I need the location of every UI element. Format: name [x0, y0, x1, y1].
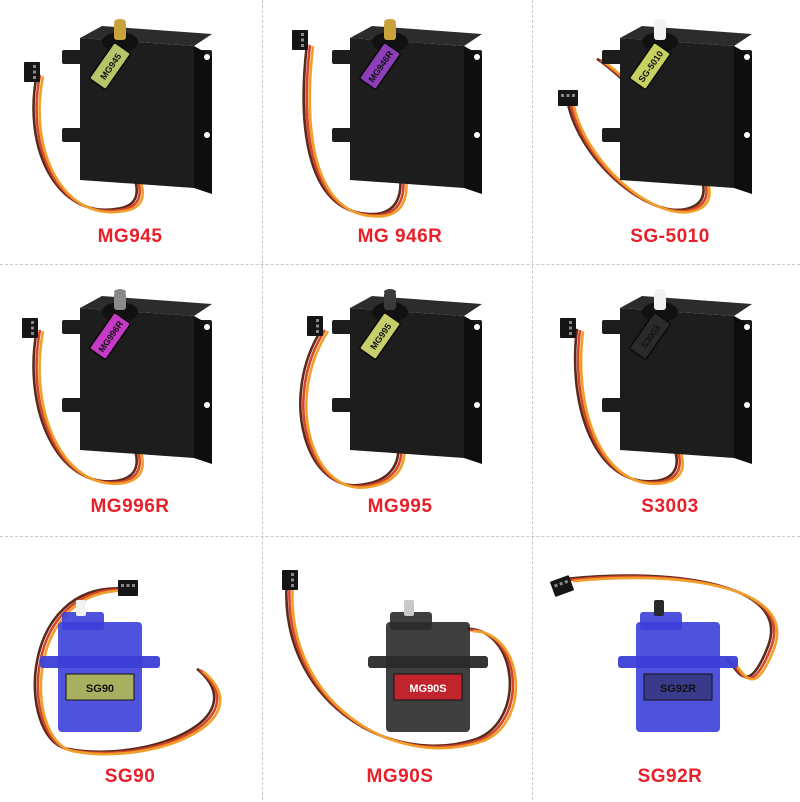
output-spline — [654, 600, 664, 616]
wire-connector — [22, 318, 38, 338]
servo-image: SG90 — [33, 580, 222, 756]
output-spline — [404, 600, 414, 616]
wire-connector — [292, 30, 308, 50]
servo-image: MG995 — [299, 289, 482, 489]
product-tile-sg90: SG90 SG90 — [0, 540, 260, 802]
product-tile-s3003: S3003 S3003 — [540, 270, 800, 532]
model-label — [393, 673, 463, 701]
wire-connector — [560, 318, 576, 338]
model-label-text: SG90 — [86, 683, 114, 695]
wire — [572, 576, 779, 681]
product-caption: S3003 — [641, 496, 699, 517]
servo-body: MG996R — [62, 289, 212, 464]
product-tile-sg5010: SG-5010 SG-5010 — [540, 0, 800, 262]
product-caption: SG-5010 — [630, 226, 710, 247]
output-spline — [114, 292, 126, 310]
servo-body: MG946R — [332, 19, 482, 194]
product-caption: SG92R — [637, 766, 703, 787]
model-label — [65, 673, 135, 701]
model-label — [643, 673, 713, 701]
wire-connector — [558, 90, 578, 106]
product-tile-mg996r: MG996R MG996R — [0, 270, 260, 532]
product-caption: MG996R — [90, 496, 170, 517]
model-label-text: MG90S — [409, 683, 446, 695]
model-label — [89, 312, 131, 360]
servo-image: MG90S — [282, 570, 518, 750]
servo-body: SG-5010 — [602, 19, 752, 194]
wire — [285, 578, 512, 748]
product-tile-mg90s: MG90S MG90S — [270, 540, 530, 802]
model-label — [359, 312, 401, 360]
servo-body: MG90S — [368, 600, 488, 732]
servo-image: S3003 — [560, 289, 752, 485]
wire — [288, 579, 515, 749]
output-spline — [114, 22, 126, 40]
product-tile-mg946r: MG946R MG 946R — [270, 0, 530, 262]
servo-image: SG-5010 — [558, 19, 752, 214]
wire-connector — [24, 62, 40, 82]
product-caption: MG995 — [367, 496, 433, 517]
grid-divider-vertical — [262, 0, 263, 800]
model-label — [359, 42, 401, 90]
product-caption: SG90 — [104, 766, 156, 787]
wire-connector — [118, 580, 138, 596]
servo-image: SG92R — [550, 574, 779, 732]
wire — [39, 589, 222, 756]
wire-connector — [550, 575, 574, 597]
wire-connector — [282, 570, 298, 590]
output-spline — [384, 292, 396, 310]
output-spline — [384, 22, 396, 40]
grid-divider-horizontal — [0, 536, 800, 537]
grid-divider-vertical — [532, 0, 533, 800]
grid-divider-horizontal — [0, 264, 800, 265]
servo-body: SG90 — [40, 600, 160, 732]
servo-image: MG945 — [24, 19, 212, 214]
servo-image: MG946R — [292, 19, 482, 218]
output-spline — [76, 600, 86, 616]
model-label — [89, 42, 131, 90]
product-caption: MG 946R — [357, 226, 443, 247]
model-label — [629, 42, 671, 90]
servo-body: MG995 — [332, 289, 482, 464]
output-spline — [654, 22, 666, 40]
product-caption: MG90S — [366, 766, 434, 787]
output-spline — [654, 292, 666, 310]
wire — [291, 581, 518, 750]
servo-body: SG92R — [618, 600, 738, 732]
servo-body: S3003 — [602, 289, 752, 464]
product-tile-mg995: MG995 MG995 — [270, 270, 530, 532]
product-tile-mg945: MG945 MG945 — [0, 0, 260, 262]
model-label — [629, 312, 671, 360]
model-label-text: SG92R — [660, 683, 696, 695]
product-caption: MG945 — [97, 226, 163, 247]
servo-image: MG996R — [22, 289, 212, 485]
servo-body: MG945 — [62, 19, 212, 194]
product-tile-sg92r: SG92R SG92R — [540, 540, 800, 802]
wire-connector — [307, 316, 323, 336]
